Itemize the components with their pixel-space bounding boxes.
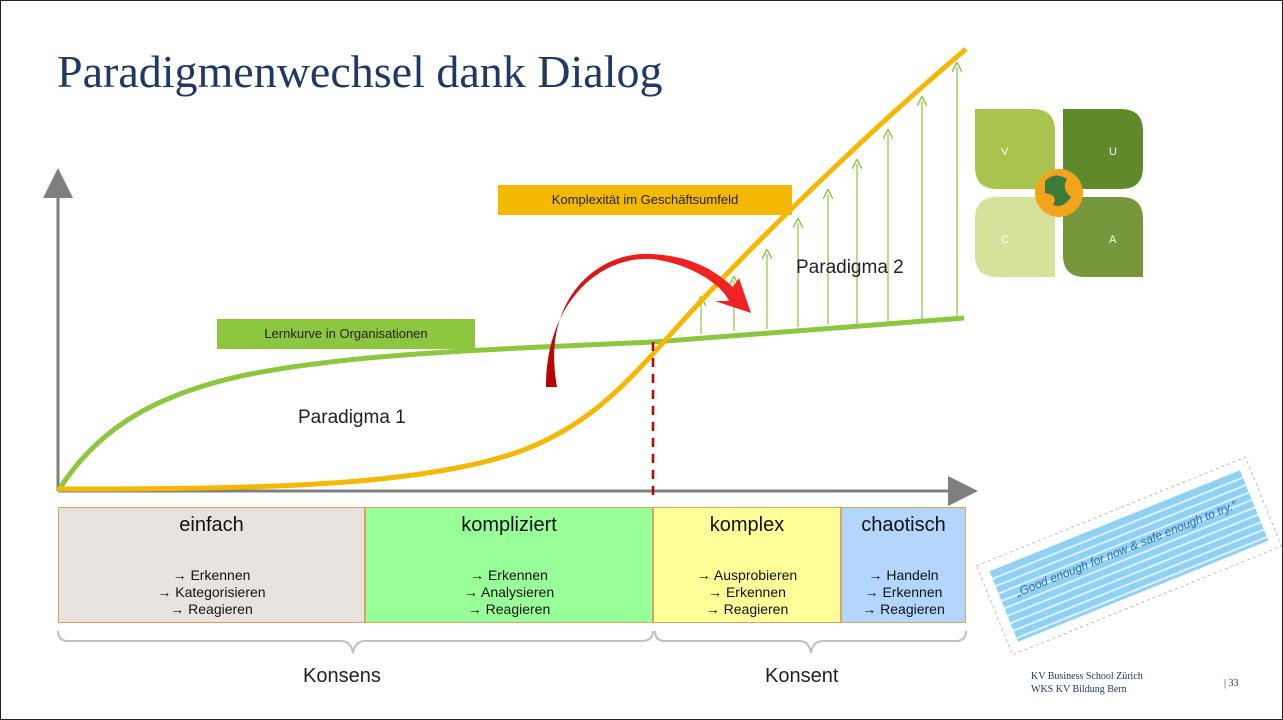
zone-kompliziert: kompliziert → Erkennen → Analysieren → R… [365, 507, 653, 623]
footer-school: KV Business School Zürich WKS KV Bildung… [1031, 670, 1143, 696]
zone-name: komplex [709, 514, 785, 536]
vuca-letter-a: A [1109, 234, 1117, 246]
consent-brace [654, 630, 967, 654]
zone-komplex: komplex → Ausprobieren → Erkennen → Reag… [653, 507, 841, 623]
vuca-logo: V U C A [975, 109, 1143, 277]
zone-name: einfach [179, 514, 244, 536]
vuca-letter-v: V [1001, 146, 1009, 158]
paradigm2-label: Paradigma 2 [796, 257, 904, 278]
consensus-label: Konsens [303, 665, 381, 687]
zone-step: → Erkennen [172, 567, 251, 583]
note-card: „Good enough for now & safe enough to tr… [975, 456, 1282, 656]
slide-title: Paradigmenwechsel dank Dialog [57, 46, 663, 97]
zone-step: → Erkennen [864, 584, 943, 600]
vuca-letter-c: C [1001, 234, 1009, 246]
complexity-curve [57, 47, 968, 492]
footer-line1: KV Business School Zürich [1031, 671, 1143, 682]
zone-step: → Handeln [868, 567, 939, 583]
zone-chaotisch: chaotisch → Handeln → Erkennen → Reagier… [841, 507, 966, 623]
zone-name: kompliziert [461, 514, 557, 536]
zone-step: → Reagieren [705, 601, 789, 617]
zone-step: → Reagieren [467, 601, 551, 617]
learning-label: Lernkurve in Organisationen [217, 319, 475, 349]
learning-curve [55, 315, 965, 493]
page-number: | 33 [1224, 678, 1239, 689]
consensus-brace [57, 630, 654, 654]
zone-step: → Analysieren [463, 584, 555, 600]
complexity-label: Komplexität im Geschäftsumfeld [498, 185, 792, 215]
zone-step: → Reagieren [170, 601, 253, 617]
zone-name: chaotisch [861, 514, 946, 536]
paradigm2-arrows [701, 67, 957, 334]
zone-step: → Ausprobieren [696, 567, 798, 583]
footer-line2: WKS KV Bildung Bern [1031, 684, 1127, 695]
zone-step: → Erkennen [708, 584, 786, 600]
consent-label: Konsent [765, 665, 839, 687]
zone-step: → Kategorisieren [157, 584, 266, 600]
zone-einfach: einfach → Erkennen → Kategorisieren → Re… [58, 507, 365, 623]
zone-step: → Erkennen [470, 567, 548, 583]
paradigm-shift-arrow [546, 253, 751, 387]
zone-step: → Reagieren [862, 601, 945, 617]
vuca-letter-u: U [1109, 146, 1117, 158]
paradigm1-label: Paradigma 1 [298, 407, 406, 428]
